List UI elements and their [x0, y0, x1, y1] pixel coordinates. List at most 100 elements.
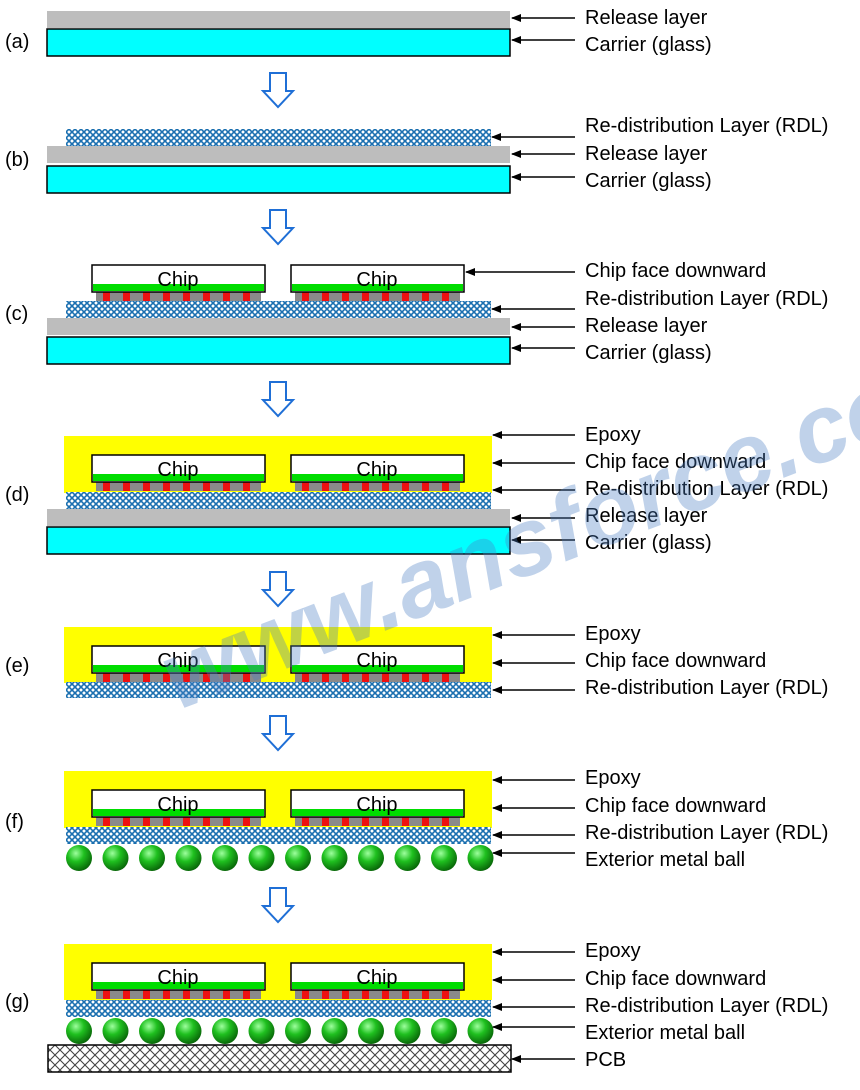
chip-pad — [183, 817, 190, 826]
chip-pad — [163, 673, 170, 682]
chip-pad — [163, 482, 170, 491]
carrier-glass — [46, 28, 511, 57]
chip-pad — [183, 292, 190, 301]
chip-pad — [243, 990, 250, 999]
label-chip-face-downward: Chip face downward — [585, 968, 766, 990]
chip-pad-row — [295, 292, 460, 301]
release-layer — [47, 146, 510, 163]
chip-pad — [362, 990, 369, 999]
chip-pad — [442, 292, 449, 301]
chip-pad — [203, 673, 210, 682]
chip-pad — [163, 817, 170, 826]
label-carrier-glass: Carrier (glass) — [585, 170, 712, 192]
chip-pad-row — [96, 673, 261, 682]
chip-pad — [382, 482, 389, 491]
chip-pad — [442, 990, 449, 999]
chip-pad — [183, 990, 190, 999]
chip-pad — [342, 990, 349, 999]
exterior-metal-ball — [431, 845, 457, 871]
chip-pad — [382, 817, 389, 826]
exterior-metal-ball — [139, 1018, 165, 1044]
chip-pad — [442, 482, 449, 491]
exterior-metal-ball — [66, 845, 92, 871]
chip-pad-row — [96, 990, 261, 999]
chip-pad — [402, 990, 409, 999]
chip-pad — [223, 817, 230, 826]
carrier-glass — [46, 336, 511, 365]
chip-label: Chip — [356, 794, 397, 816]
chip-pad-row — [295, 673, 460, 682]
chip-pad — [422, 817, 429, 826]
chip-pad — [322, 990, 329, 999]
chip-pad — [322, 817, 329, 826]
chip-label: Chip — [356, 650, 397, 672]
chip-pad — [123, 990, 130, 999]
exterior-metal-ball — [248, 1018, 275, 1044]
label-carrier-glass: Carrier (glass) — [585, 34, 712, 56]
label-exterior-metal-ball: Exterior metal ball — [585, 1022, 745, 1044]
chip-pad — [103, 817, 110, 826]
exterior-metal-ball — [285, 845, 311, 871]
chip-pad — [342, 673, 349, 682]
chip-face — [93, 809, 264, 816]
exterior-metal-ball — [212, 1018, 238, 1044]
chip-pad — [362, 292, 369, 301]
chip-label: Chip — [356, 459, 397, 481]
exterior-metal-ball — [102, 845, 129, 871]
chip-pad — [422, 990, 429, 999]
chip-pad — [322, 673, 329, 682]
stage-tag-f: (f) — [5, 811, 24, 833]
chip-pad — [342, 482, 349, 491]
chip-label: Chip — [157, 794, 198, 816]
exterior-metal-ball — [394, 1018, 421, 1044]
chip-face — [292, 982, 463, 989]
rdl-layer — [66, 827, 491, 844]
chip-face — [292, 809, 463, 816]
chip-pad — [302, 673, 309, 682]
exterior-metal-ball — [66, 1018, 92, 1044]
rdl-layer — [66, 492, 491, 509]
chip-pad — [362, 673, 369, 682]
chip-pad — [123, 482, 130, 491]
chip-label: Chip — [356, 269, 397, 291]
chip-pad — [402, 817, 409, 826]
label-release-layer: Release layer — [585, 505, 708, 527]
carrier-glass — [46, 526, 511, 555]
exterior-metal-ball — [467, 845, 494, 871]
label-release-layer: Release layer — [585, 315, 708, 337]
chip-label: Chip — [157, 967, 198, 989]
exterior-metal-ball — [358, 845, 384, 871]
chip-label: Chip — [157, 269, 198, 291]
chip-pad — [103, 673, 110, 682]
chip-pad — [103, 990, 110, 999]
exterior-metal-ball — [212, 845, 238, 871]
chip-pad — [123, 292, 130, 301]
chip-label: Chip — [356, 967, 397, 989]
chip-pad — [143, 673, 150, 682]
release-layer — [47, 318, 510, 335]
chip-pad — [243, 292, 250, 301]
chip-pad — [362, 482, 369, 491]
stage-tag-b: (b) — [5, 149, 29, 171]
chip-pad — [422, 292, 429, 301]
chip-pad — [163, 990, 170, 999]
exterior-metal-ball — [431, 1018, 457, 1044]
chip-pad — [243, 673, 250, 682]
exterior-metal-ball — [285, 1018, 311, 1044]
chip-pad-row — [295, 482, 460, 491]
rdl-layer — [66, 301, 491, 318]
chip-pad — [322, 482, 329, 491]
label-chip-face-downward: Chip face downward — [585, 650, 766, 672]
chip-pad — [342, 292, 349, 301]
chip-pad — [422, 482, 429, 491]
process-flow-arrow — [260, 715, 296, 752]
label-rdl: Re-distribution Layer (RDL) — [585, 677, 828, 699]
chip-pad — [183, 482, 190, 491]
exterior-metal-ball — [358, 1018, 384, 1044]
process-flow-arrow — [260, 571, 296, 608]
label-carrier-glass: Carrier (glass) — [585, 342, 712, 364]
chip-pad — [203, 482, 210, 491]
chip-pad — [103, 482, 110, 491]
exterior-metal-ball — [139, 845, 165, 871]
chip-pad — [382, 292, 389, 301]
